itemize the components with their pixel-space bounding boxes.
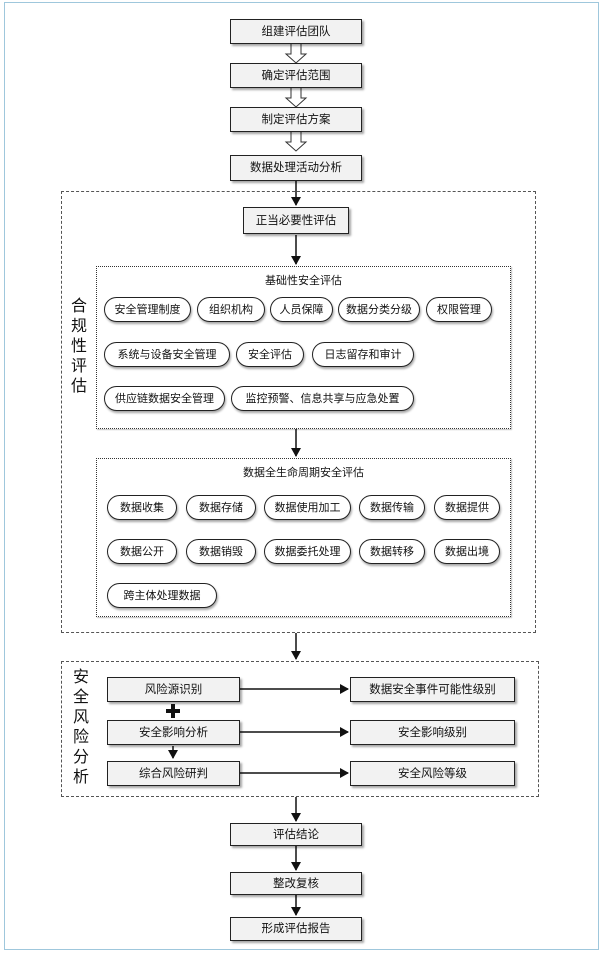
step-activity-analysis: 数据处理活动分析 [230, 155, 362, 181]
pill-monitoring: 监控预警、信息共享与应急处置 [231, 386, 414, 411]
pill-data-export: 数据出境 [434, 539, 500, 564]
impact-analysis-box: 安全影响分析 [107, 720, 240, 745]
pill-data-processing: 数据使用加工 [264, 495, 351, 520]
step-form-report: 形成评估报告 [230, 917, 362, 941]
step-form-team: 组建评估团队 [230, 19, 362, 44]
risk-judgment-box: 综合风险研判 [107, 761, 240, 786]
hollow-arrow-2 [284, 88, 308, 108]
pill-organization: 组织机构 [197, 297, 265, 322]
lifecycle-assessment-title: 数据全生命周期安全评估 [243, 466, 364, 479]
step-make-plan: 制定评估方案 [230, 107, 362, 132]
pill-cross-entity: 跨主体处理数据 [107, 583, 217, 608]
pill-data-disclosure: 数据公开 [107, 539, 177, 564]
pill-personnel: 人员保障 [270, 297, 333, 322]
pill-data-collection: 数据收集 [107, 495, 177, 520]
plus-icon [166, 704, 180, 718]
event-likelihood-box: 数据安全事件可能性级别 [350, 677, 515, 702]
pill-security-policy: 安全管理制度 [104, 297, 191, 322]
basic-assessment-box: 基础性安全评估 [96, 266, 511, 429]
compliance-section [61, 191, 536, 633]
pill-data-transmission: 数据传输 [359, 495, 425, 520]
risk-level-box: 安全风险等级 [350, 761, 515, 786]
lifecycle-assessment-box: 数据全生命周期安全评估 [96, 458, 511, 617]
basic-assessment-title: 基础性安全评估 [265, 274, 342, 287]
legitimacy-box: 正当必要性评估 [243, 207, 349, 234]
pill-permission: 权限管理 [426, 297, 492, 322]
pill-data-entrusted: 数据委托处理 [264, 539, 351, 564]
pill-supply-chain: 供应链数据安全管理 [104, 386, 225, 411]
pill-data-classification: 数据分类分级 [338, 297, 420, 322]
pill-system-device: 系统与设备安全管理 [104, 342, 230, 367]
pill-data-destruction: 数据销毁 [186, 539, 256, 564]
pill-security-assessment: 安全评估 [236, 342, 304, 367]
step-rectify-review: 整改复核 [230, 872, 362, 895]
pill-log-audit: 日志留存和审计 [312, 342, 414, 367]
compliance-label: 合规性评估 [70, 296, 87, 395]
pill-data-transfer: 数据转移 [359, 539, 425, 564]
hollow-arrow-3 [284, 132, 308, 152]
impact-level-box: 安全影响级别 [350, 720, 515, 745]
risk-source-box: 风险源识别 [107, 677, 240, 702]
risk-section [61, 661, 539, 797]
pill-data-provision: 数据提供 [434, 495, 500, 520]
risk-label: 安全风险分析 [72, 667, 89, 786]
step-define-scope: 确定评估范围 [230, 63, 362, 88]
step-conclusion: 评估结论 [230, 823, 362, 846]
pill-data-storage: 数据存储 [186, 495, 256, 520]
hollow-arrow-1 [284, 44, 308, 64]
